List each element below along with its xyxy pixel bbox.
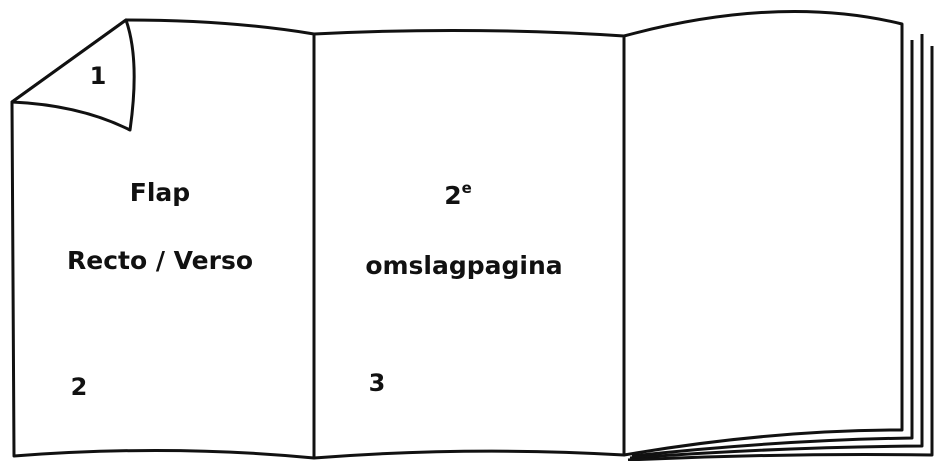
middle-title-superscript: e [462, 179, 472, 197]
back-page-edge-3 [631, 40, 914, 458]
flap-corner-number: 1 [90, 62, 107, 90]
back-page-edge-1 [627, 46, 934, 462]
flap-title-line2: Recto / Verso [67, 246, 253, 275]
flap-panel [10, 18, 316, 460]
back-page-edge-2 [629, 34, 924, 460]
middle-title-line2: omslagpagina [365, 251, 562, 280]
flap-corner-curl [10, 18, 136, 132]
middle-panel [312, 28, 626, 460]
middle-page-number: 3 [369, 369, 386, 397]
right-panel [622, 10, 904, 457]
middle-title-main: 2e [444, 179, 472, 210]
flap-title-line1: Flap [130, 178, 190, 207]
flap-page-number: 2 [71, 373, 88, 401]
